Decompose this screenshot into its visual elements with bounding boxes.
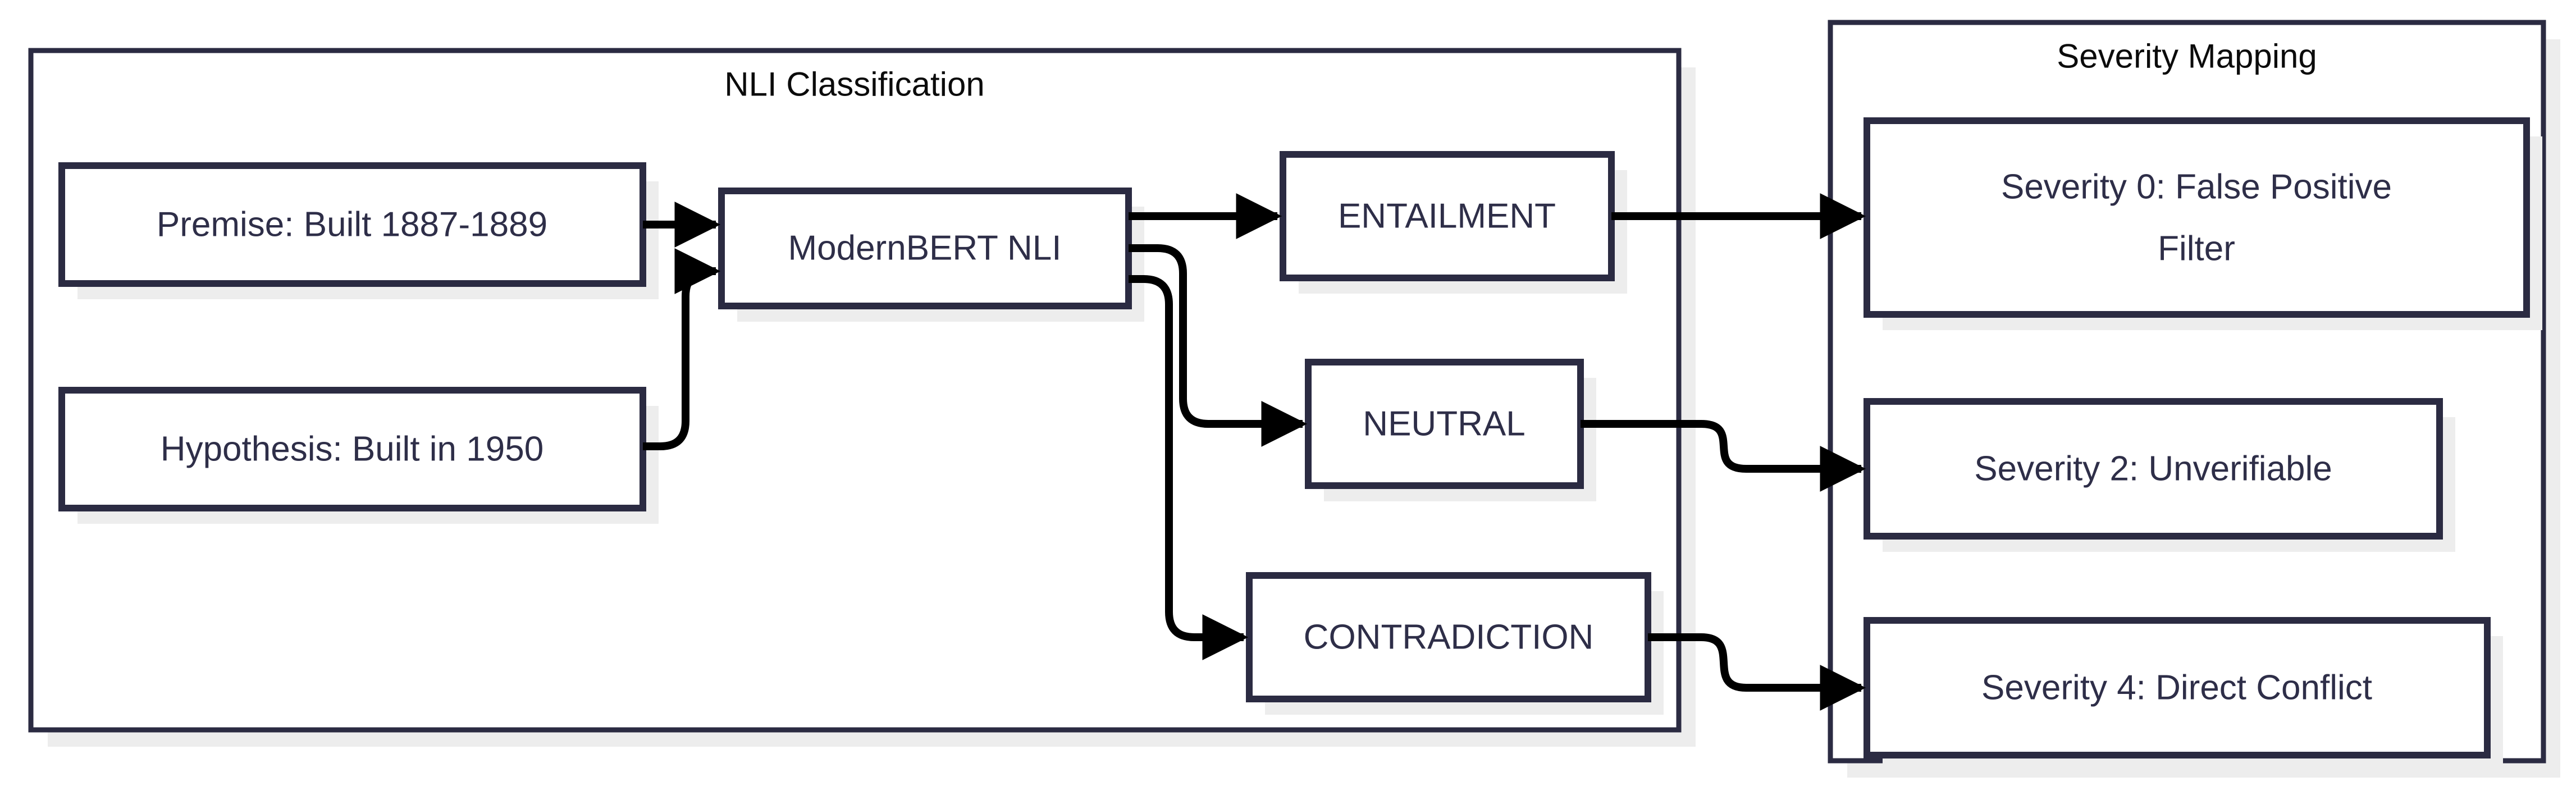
arrow-contradiction-to-severity-4 [1648, 633, 1866, 711]
modernbert-box [718, 188, 1132, 309]
severity-container-title: Severity Mapping [2057, 38, 2317, 75]
severity-0-label-line1: Severity 0: False Positive [2001, 168, 2392, 207]
hypothesis-box [58, 387, 646, 511]
hypothesis-label: Hypothesis: Built in 1950 [161, 430, 543, 469]
severity-2-box [1864, 398, 2443, 540]
neutral-node: NEUTRAL [1305, 359, 1596, 501]
severity-2-label: Severity 2: Unverifiable [1974, 450, 2332, 488]
severity-4-node: Severity 4: Direct Conflict [1864, 617, 2503, 771]
contradiction-label: CONTRADICTION [1304, 618, 1594, 657]
arrow-modernbert-to-contradiction [1129, 275, 1249, 660]
severity-2-node: Severity 2: Unverifiable [1864, 398, 2455, 552]
modernbert-label: ModernBERT NLI [788, 229, 1061, 268]
arrow-modernbert-to-neutral [1129, 244, 1308, 447]
premise-label: Premise: Built 1887-1889 [157, 205, 547, 244]
nli-container-title: NLI Classification [724, 66, 985, 103]
severity-0-box [1864, 117, 2530, 318]
entailment-box [1280, 151, 1615, 281]
entailment-node: ENTAILMENT [1280, 151, 1627, 294]
contradiction-node: CONTRADICTION [1246, 572, 1664, 715]
premise-node: Premise: Built 1887-1889 [58, 162, 659, 299]
premise-box [58, 162, 646, 287]
neutral-label: NEUTRAL [1363, 405, 1525, 444]
arrow-neutral-to-severity-2 [1581, 420, 1866, 492]
severity-4-box [1864, 617, 2491, 758]
severity-0-label-line2: Filter [2158, 230, 2235, 268]
modernbert-node: ModernBERT NLI [718, 188, 1144, 322]
entailment-label: ENTAILMENT [1338, 197, 1556, 236]
arrow-hypothesis-to-modernbert [643, 248, 721, 450]
hypothesis-node: Hypothesis: Built in 1950 [58, 387, 659, 524]
severity-0-node: Severity 0: False Positive Filter [1864, 117, 2542, 330]
severity-4-label: Severity 4: Direct Conflict [1981, 669, 2372, 707]
